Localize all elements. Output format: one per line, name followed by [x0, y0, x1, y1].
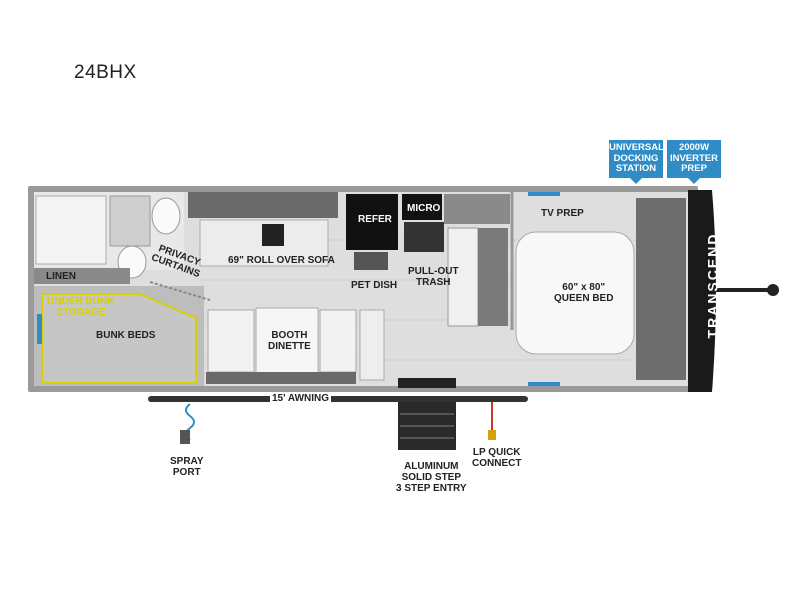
- kitchen-sink-counter: [359, 309, 385, 381]
- refer-label: REFER: [358, 214, 392, 225]
- dinette-table: [255, 307, 319, 375]
- entry-door: [398, 378, 456, 388]
- headboard-wardrobe: [636, 198, 686, 380]
- privacy-curtain: [149, 281, 211, 301]
- tv-prep-window: [528, 192, 560, 196]
- pet-dish-label: PET DISH: [351, 280, 398, 291]
- queen-bed-label: 60" x 80" QUEEN BED: [554, 282, 614, 304]
- awning-label: 15' AWNING: [270, 393, 332, 404]
- spray-port-label: SPRAY PORT: [170, 456, 204, 478]
- dinette-bench-left: [207, 309, 255, 373]
- spray-port-icon: [180, 430, 190, 444]
- dinette-base: [206, 372, 356, 384]
- front-cap: [688, 190, 716, 392]
- bath-sink: [151, 197, 181, 235]
- step-treads: [400, 413, 454, 439]
- pull-out-trash-label: PULL-OUT TRASH: [408, 266, 459, 288]
- overhead-cabinets: [188, 192, 338, 218]
- lp-connect-icon: [488, 430, 496, 440]
- micro-label: MICRO: [407, 203, 441, 214]
- linen-cabinet: [34, 268, 130, 284]
- sofa-label: 69" ROLL OVER SOFA: [228, 255, 335, 266]
- universal-docking-badge: UNIVERSAL DOCKING STATION: [609, 140, 664, 184]
- microwave: [402, 194, 442, 220]
- model-name: 24BHX: [74, 62, 137, 83]
- lp-quick-connect-label: LP QUICK CONNECT: [472, 447, 522, 469]
- bunk-beds-label: BUNK BEDS: [96, 330, 156, 341]
- brand-logo-text: TRANSCEND: [704, 232, 721, 339]
- linen-label: LINEN: [46, 271, 76, 282]
- hitch-coupler: [767, 284, 779, 296]
- sofa-table: [262, 224, 284, 246]
- dinette-bench-right: [319, 309, 357, 373]
- bed-window: [528, 382, 560, 386]
- kitchen-counter: [444, 194, 510, 224]
- queen-bed: [515, 231, 635, 355]
- under-bunk-storage: [41, 293, 197, 384]
- tv-prep-label: TV PREP: [541, 208, 584, 219]
- stove: [404, 222, 444, 252]
- bath-vanity: [109, 195, 151, 247]
- shower: [35, 195, 107, 265]
- under-bunk-storage-label: UNDER BUNK STORAGE: [47, 296, 115, 318]
- kitchen-island: [447, 227, 479, 327]
- awning-bar: [148, 396, 528, 402]
- bunk-window: [37, 314, 42, 344]
- inverter-prep-badge: 2000W INVERTER PREP: [667, 140, 721, 184]
- pet-dish: [354, 252, 388, 270]
- pantry: [478, 228, 508, 326]
- booth-dinette-label: BOOTH DINETTE: [268, 330, 311, 352]
- step-entry-label: ALUMINUM SOLID STEP 3 STEP ENTRY: [396, 461, 467, 494]
- refrigerator: [346, 194, 398, 250]
